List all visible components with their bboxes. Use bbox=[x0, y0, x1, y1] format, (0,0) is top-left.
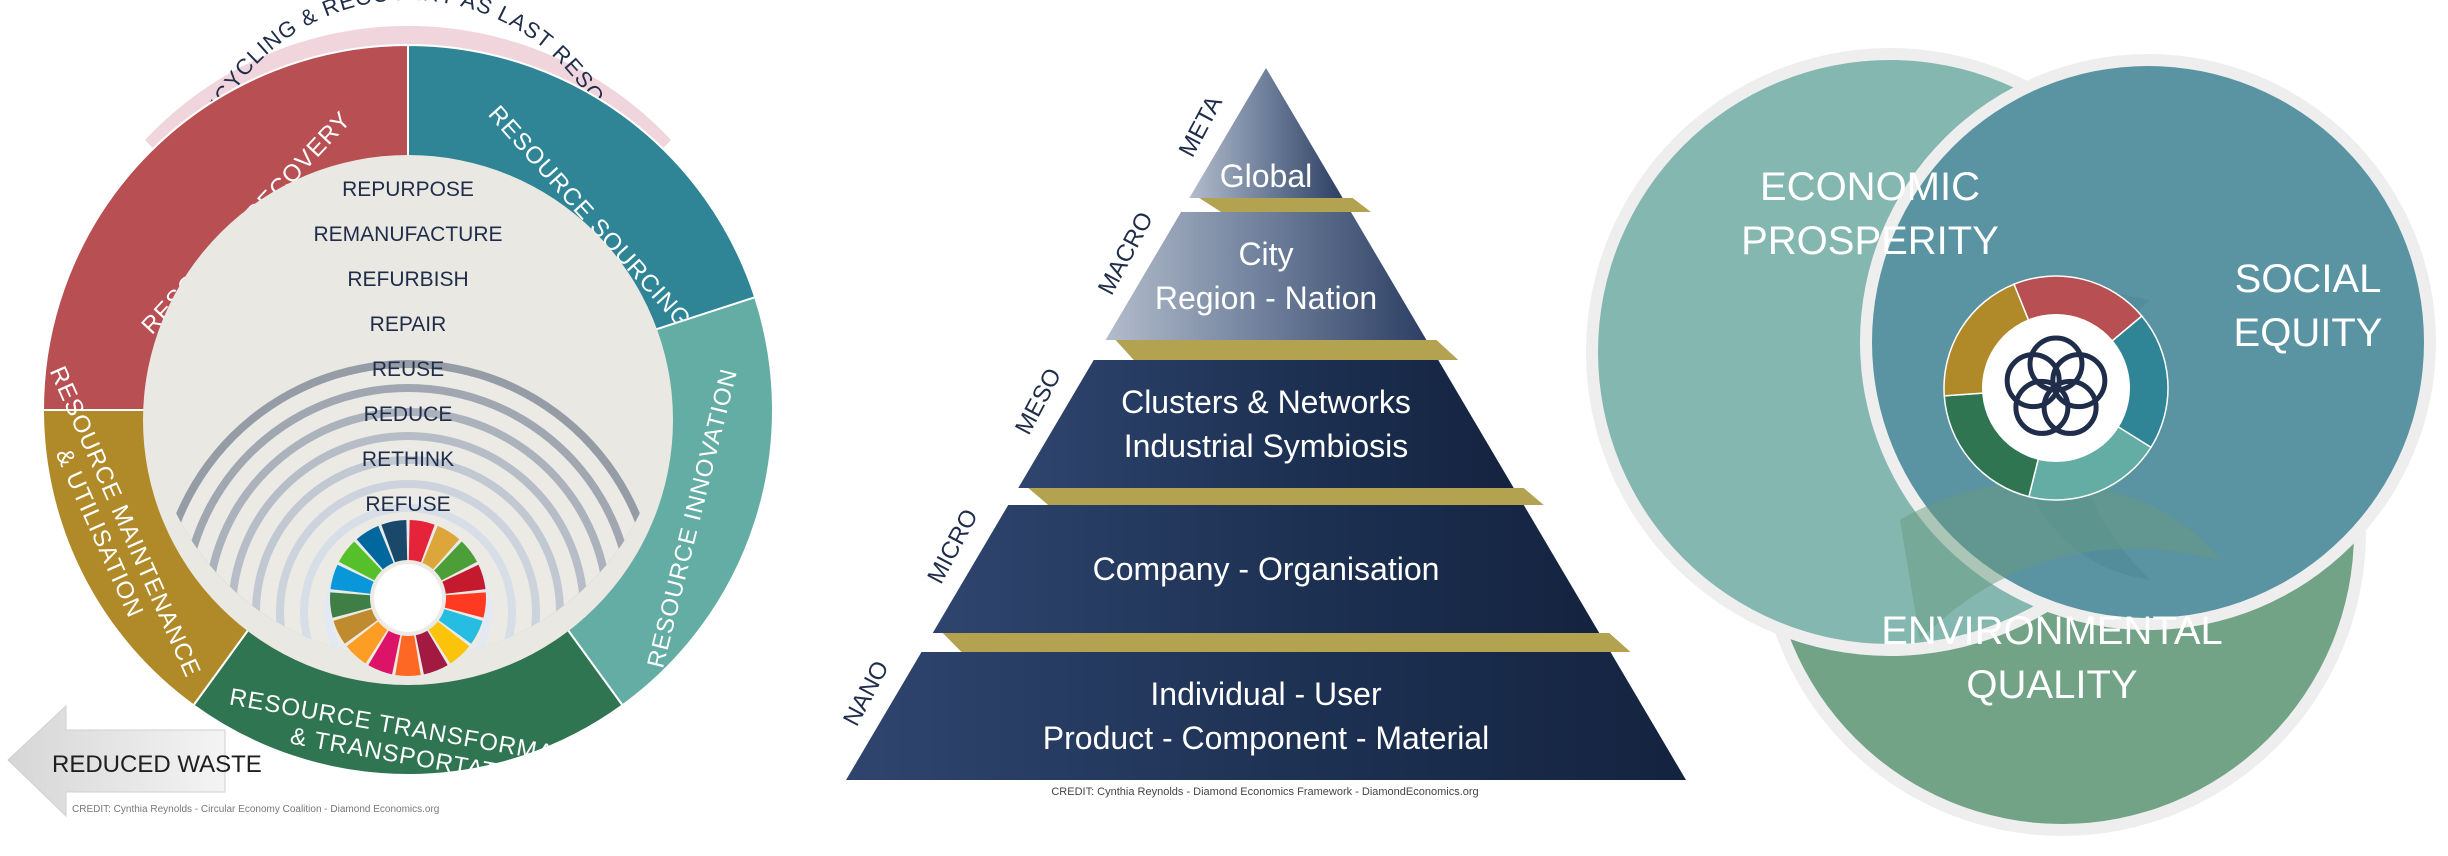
sdg-slice-7 bbox=[428, 621, 470, 664]
r-level-reuse: REUSE bbox=[372, 358, 444, 381]
sdg-wheel-icon bbox=[330, 520, 486, 677]
sdg-slice-14 bbox=[330, 564, 374, 594]
pyramid-text-meta-1: Global bbox=[1220, 158, 1313, 194]
sdg-slice-2 bbox=[422, 525, 460, 570]
sdg-slice-6 bbox=[438, 609, 483, 644]
sdg-slice-15 bbox=[338, 541, 382, 581]
pyramid-level-meta bbox=[1189, 68, 1343, 198]
pyramid-level-macro bbox=[1105, 212, 1427, 340]
venn-label-2-2: EQUITY bbox=[2234, 311, 2383, 355]
r-level-repurpose: REPURPOSE bbox=[342, 178, 474, 201]
reduced-waste-arrow-icon bbox=[7, 704, 226, 818]
venn-label-3-1: ENVIRONMENTAL bbox=[1881, 609, 2223, 653]
sdg-slice-13 bbox=[330, 592, 372, 618]
r-level-remanufacture: REMANUFACTURE bbox=[313, 223, 502, 246]
pyramid-level-meso bbox=[1018, 360, 1514, 488]
r-level-refurbish: REFURBISH bbox=[347, 268, 468, 291]
circular-credit: CREDIT: Cynthia Reynolds - Circular Econ… bbox=[72, 804, 439, 815]
venn-overlap-2 bbox=[1900, 482, 2220, 640]
pyramid-text-meso-2: Industrial Symbiosis bbox=[1124, 428, 1409, 464]
pyramid-divider-3 bbox=[1028, 488, 1544, 505]
venn-diagram: ECONOMIC PROSPERITY SOCIAL EQUITY ENVIRONMEN… bbox=[1586, 48, 2436, 836]
r-levels-labels: REPURPOSE REMANUFACTURE REFURBISH REPAIR REU… bbox=[313, 178, 502, 516]
pyramid-divider-1 bbox=[1199, 198, 1371, 212]
last-resort-band bbox=[145, 25, 671, 172]
pyramid-text-meso-1: Clusters & Networks bbox=[1121, 384, 1411, 420]
reduced-waste-label: REDUCED WASTE bbox=[52, 751, 262, 778]
pyramid-divider-4 bbox=[942, 633, 1631, 652]
venn-label-2-1: SOCIAL bbox=[2235, 257, 2382, 301]
venn-label-3-2: QUALITY bbox=[1966, 663, 2137, 707]
sdg-slice-11 bbox=[346, 621, 388, 664]
sdg-slice-4 bbox=[442, 564, 486, 594]
r-level-repair: REPAIR bbox=[370, 313, 447, 336]
flower-of-life-icon bbox=[2004, 335, 2108, 436]
sdg-slice-3 bbox=[434, 541, 478, 581]
pyramid-text-nano-2: Product - Component - Material bbox=[1043, 720, 1489, 756]
r-level-refuse: REFUSE bbox=[365, 493, 450, 516]
pyramid-text-micro-1: Company - Organisation bbox=[1093, 551, 1440, 587]
venn-label-1-1: ECONOMIC bbox=[1760, 165, 1980, 209]
sdg-slice-17 bbox=[381, 520, 408, 563]
r-level-reduce: REDUCE bbox=[364, 403, 453, 426]
circular-economy-diagram: RECYCLING & RECOVERY AS LAST RESORT RESO… bbox=[0, 0, 774, 818]
sdg-slice-10 bbox=[368, 630, 401, 675]
sdg-slice-5 bbox=[444, 592, 486, 618]
pyramid-credit: CREDIT: Cynthia Reynolds - Diamond Econo… bbox=[1051, 786, 1478, 798]
sdg-slice-16 bbox=[356, 525, 394, 570]
pyramid-text-macro-2: Region - Nation bbox=[1155, 280, 1377, 316]
pyramid-level-micro bbox=[932, 505, 1600, 633]
sdg-wheel-center bbox=[374, 564, 442, 632]
pyramid-text-macro-1: City bbox=[1238, 236, 1293, 272]
sdg-slice-9 bbox=[395, 635, 421, 677]
r-level-rethink: RETHINK bbox=[362, 448, 454, 471]
sdg-slice-12 bbox=[333, 609, 378, 644]
pyramid-level-nano bbox=[846, 652, 1686, 780]
sdg-slice-1 bbox=[408, 520, 435, 563]
venn-label-1-2: PROSPERITY bbox=[1741, 219, 1999, 263]
pyramid-divider-2 bbox=[1115, 340, 1459, 360]
sdg-slice-8 bbox=[415, 630, 448, 675]
pyramid-text-nano-1: Individual - User bbox=[1150, 676, 1382, 712]
